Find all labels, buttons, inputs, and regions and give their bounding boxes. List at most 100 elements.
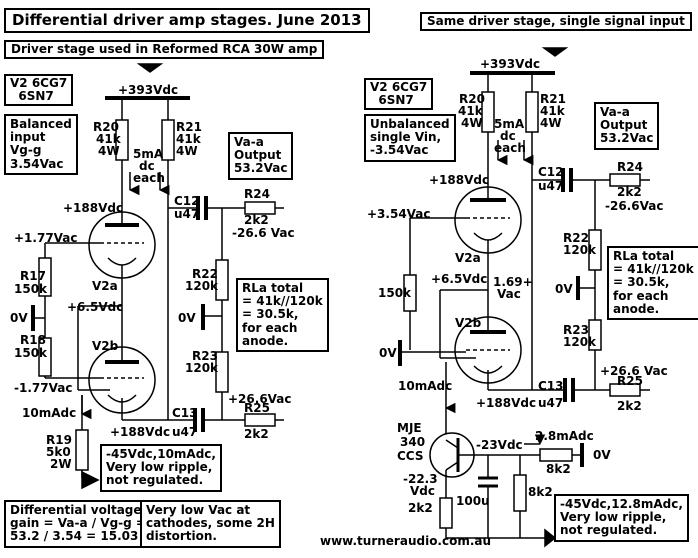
- left-r19-value: 5k0: [46, 445, 71, 459]
- right-circuit: [398, 47, 650, 548]
- right-c13-label: C13: [538, 379, 564, 393]
- right-c12-label: C12: [538, 165, 564, 179]
- right-r20-label: R20: [459, 92, 485, 106]
- left-r24-label: R24: [244, 187, 270, 201]
- left-each-label: each: [133, 171, 165, 185]
- right-b393-label: +393Vdc: [480, 57, 540, 71]
- left-b393-label: +393Vdc: [118, 83, 178, 97]
- left-labels: +393Vdc R20 41k 4W R21 41k 4W 5mA dc eac…: [10, 83, 295, 471]
- left-r24-value: 2k2: [244, 213, 269, 227]
- right-minus266-label: -26.6Vac: [605, 199, 663, 213]
- left-zero-b-label: 0V: [178, 311, 196, 325]
- left-r25-label: R25: [244, 401, 270, 415]
- left-r18-label: R18: [20, 333, 46, 347]
- right-c12-value: u47: [538, 179, 563, 193]
- left-r23-label: R23: [192, 349, 218, 363]
- page-title: Differential driver amp stages. June 201…: [4, 8, 370, 33]
- left-plus65-label: +6.5Vdc: [67, 300, 123, 314]
- right-28ma-label: 2.8mAdc: [535, 429, 594, 443]
- right-plus354-label: +3.54Vac: [367, 207, 431, 221]
- left-caption: Driver stage used in Reformed RCA 30W am…: [4, 40, 325, 60]
- right-r20-power: 4W: [461, 116, 483, 130]
- right-r23-value: 120k: [563, 335, 597, 349]
- right-input-box: Unbalanced single Vin, -3.54Vac: [364, 114, 456, 162]
- left-r21-power: 4W: [176, 144, 198, 158]
- right-r21-value: 41k: [540, 104, 566, 118]
- right-mje-label: MJE: [397, 421, 422, 435]
- left-plus188-label: +188Vdc: [63, 201, 123, 215]
- right-r21-label: R21: [540, 92, 566, 106]
- right-plus65-label: +6.5Vdc: [431, 272, 487, 286]
- left-r25-value: 2k2: [244, 427, 269, 441]
- right-each-label: each: [494, 141, 526, 155]
- left-r20-power: 4W: [98, 144, 120, 158]
- right-v2a-label: V2a: [455, 251, 481, 265]
- left-zero-label: 0V: [10, 311, 28, 325]
- right-zero-c-label: 0V: [593, 448, 611, 462]
- left-gain-box: Differential voltage gain = Va-a / Vg-g …: [4, 500, 152, 548]
- left-plus177-label: +1.77Vac: [14, 231, 78, 245]
- website-label: www.turneraudio.com.au: [320, 534, 492, 548]
- right-150k-label: 150k: [378, 286, 412, 300]
- right-labels: +393Vdc R20 41k 4W R21 41k 4W 5mA dc eac…: [367, 57, 668, 515]
- left-minus177-label: -1.77Vac: [14, 381, 72, 395]
- right-current-label: 5mA: [494, 117, 525, 131]
- left-r23-value: 120k: [185, 361, 219, 375]
- right-minus223-label: -22.3: [403, 472, 438, 486]
- left-v2a-label: V2a: [92, 279, 118, 293]
- right-c13-value: u47: [538, 396, 563, 410]
- left-input-box: Balanced input Vg-g 3.54Vac: [4, 114, 78, 175]
- right-100u-label: 100u: [456, 494, 490, 508]
- right-ccs-label: CCS: [397, 449, 423, 463]
- left-c12-value: u47: [174, 207, 199, 221]
- right-vac-label: Vac: [497, 287, 521, 301]
- left-dc-label: dc: [139, 159, 155, 173]
- left-rla-box: RLa total = 41k//120k = 30.5k, for each …: [236, 278, 329, 352]
- right-zero-a-label: 0V: [555, 282, 573, 296]
- right-supply-box: -45Vdc,12.8mAdc, Very low ripple, not re…: [554, 494, 689, 542]
- left-r19-label: R19: [46, 433, 72, 447]
- right-r21-power: 4W: [540, 116, 562, 130]
- right-bot188-label: +188Vdc: [476, 396, 536, 410]
- right-169-label: 1.69+: [493, 275, 533, 289]
- right-minus23-label: -23Vdc: [476, 438, 523, 452]
- left-c12-label: C12: [174, 194, 200, 208]
- right-v2b-label: V2b: [455, 316, 482, 330]
- right-r22-label: R22: [563, 231, 589, 245]
- left-r20-value: 41k: [96, 132, 122, 146]
- left-r22-value: 120k: [185, 279, 219, 293]
- left-v2b-label: V2b: [92, 339, 119, 353]
- left-r19-power: 2W: [50, 457, 72, 471]
- right-dc-label: dc: [500, 129, 516, 143]
- left-r21-label: R21: [176, 120, 202, 134]
- left-r22-label: R22: [192, 267, 218, 281]
- left-supply-box: -45Vdc,10mAdc, Very low ripple, not regu…: [100, 444, 222, 492]
- right-rla-box: RLa total = 41k//120k = 30.5k, for each …: [607, 246, 698, 320]
- right-caption: Same driver stage, single signal input: [420, 12, 692, 32]
- left-r18-value: 150k: [14, 346, 48, 360]
- right-r20-value: 41k: [458, 104, 484, 118]
- right-r25-value: 2k2: [617, 399, 642, 413]
- right-tube-box: V2 6CG7 6SN7: [364, 78, 434, 111]
- right-8k2b-label: 8k2: [528, 485, 553, 499]
- right-r25-label: R25: [617, 374, 643, 388]
- left-r21-value: 41k: [176, 132, 202, 146]
- left-r17-value: 150k: [14, 282, 48, 296]
- left-plus266-label: +26.6Vac: [228, 392, 292, 406]
- right-2k2-label: 2k2: [408, 501, 433, 515]
- left-r17-label: R17: [20, 269, 46, 283]
- right-8k2a-label: 8k2: [546, 462, 571, 476]
- right-10ma-label: 10mAdc: [398, 379, 452, 393]
- right-zero-b-label: 0V: [379, 346, 397, 360]
- right-340-label: 340: [400, 435, 425, 449]
- left-current-label: 5mA: [133, 147, 164, 161]
- left-distortion-box: Very low Vac at cathodes, some 2H distor…: [140, 500, 281, 548]
- right-r22-value: 120k: [563, 243, 597, 257]
- right-output-box: Va-a Output 53.2Vac: [594, 102, 660, 150]
- left-r20-label: R20: [93, 120, 119, 134]
- left-c13-label: C13: [172, 406, 198, 420]
- left-circuit: [31, 63, 284, 490]
- right-plus266-label: +26.6 Vac: [600, 364, 668, 378]
- left-c13-value: u47: [172, 425, 197, 439]
